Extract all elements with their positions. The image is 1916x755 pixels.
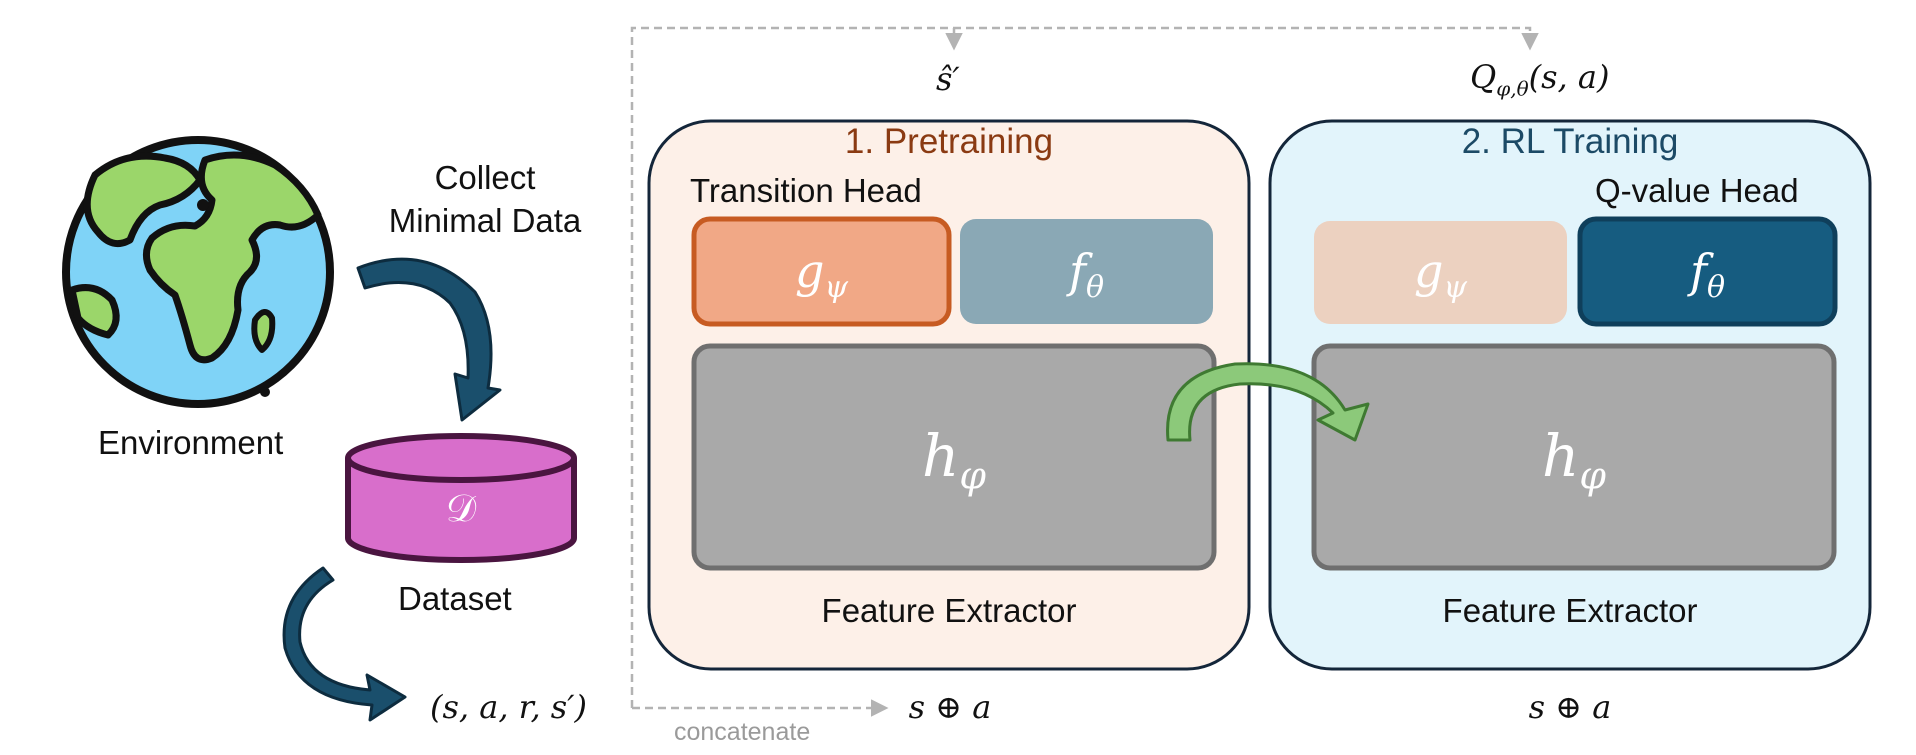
theta-subscript: θ xyxy=(1085,270,1105,306)
q-symbol: Q xyxy=(1470,58,1497,96)
q-subscript: φ,θ xyxy=(1496,76,1529,101)
g-symbol: g xyxy=(1414,244,1444,298)
rl-transition-head-block xyxy=(1314,221,1567,324)
rl-extractor-label: Feature Extractor xyxy=(1442,592,1698,629)
dataset-cylinder-icon xyxy=(345,433,577,563)
pretraining-input-label: s ⊕ a xyxy=(908,688,992,726)
pretraining-extractor-label: Feature Extractor xyxy=(821,592,1077,629)
concatenate-label: concatenate xyxy=(674,718,811,746)
collect-label-line2: Minimal Data xyxy=(388,202,582,239)
globe-icon xyxy=(62,136,334,408)
rl-q-head-symbol: fθ xyxy=(1580,244,1835,305)
rl-output-label: Qφ,θ(s, a) xyxy=(1470,58,1609,100)
pretraining-q-head-symbol: fθ xyxy=(960,244,1213,305)
q-arguments: (s, a) xyxy=(1528,58,1610,96)
collect-label: Collect Minimal Data xyxy=(370,156,600,242)
rl-q-head-block xyxy=(1577,216,1838,327)
rl-transition-head-symbol: gψ xyxy=(1314,244,1567,305)
pretraining-transition-head-symbol: gψ xyxy=(694,244,949,305)
rl-feature-extractor-block xyxy=(1311,343,1837,571)
h-symbol: h xyxy=(1542,422,1580,490)
psi-subscript: ψ xyxy=(824,270,848,306)
environment-label: Environment xyxy=(98,424,284,461)
g-symbol: g xyxy=(795,244,825,298)
sample-arrow xyxy=(282,566,407,722)
dashed-connectors xyxy=(630,26,1539,717)
pretraining-title: 1. Pretraining xyxy=(844,122,1054,161)
pretraining-head-label: Transition Head xyxy=(690,172,922,209)
collect-arrow xyxy=(356,257,502,422)
pretraining-extractor-symbol: hφ xyxy=(694,422,1214,498)
weight-transfer-arrow xyxy=(1166,362,1370,442)
pretraining-output-label: ŝ′ xyxy=(936,60,960,98)
phi-subscript: φ xyxy=(959,453,986,498)
rl-title: 2. RL Training xyxy=(1461,122,1679,161)
phi-subscript: φ xyxy=(1579,453,1606,498)
pretraining-feature-extractor-block xyxy=(691,343,1217,571)
psi-subscript: ψ xyxy=(1443,270,1467,306)
rl-input-label: s ⊕ a xyxy=(1528,688,1612,726)
h-symbol: h xyxy=(922,422,960,490)
collect-label-line1: Collect xyxy=(434,159,536,196)
pretraining-q-head-block xyxy=(960,219,1213,324)
f-symbol: f xyxy=(1068,244,1086,298)
pretraining-transition-head-block xyxy=(691,216,952,327)
rl-head-label: Q-value Head xyxy=(1595,172,1799,209)
tuple-label: (s, a, r, s′) xyxy=(430,688,587,726)
f-symbol: f xyxy=(1689,244,1707,298)
rl-extractor-symbol: hφ xyxy=(1314,422,1834,498)
dataset-label: Dataset xyxy=(398,580,512,617)
theta-subscript: θ xyxy=(1706,270,1726,306)
dataset-symbol: 𝒟 xyxy=(445,486,477,530)
